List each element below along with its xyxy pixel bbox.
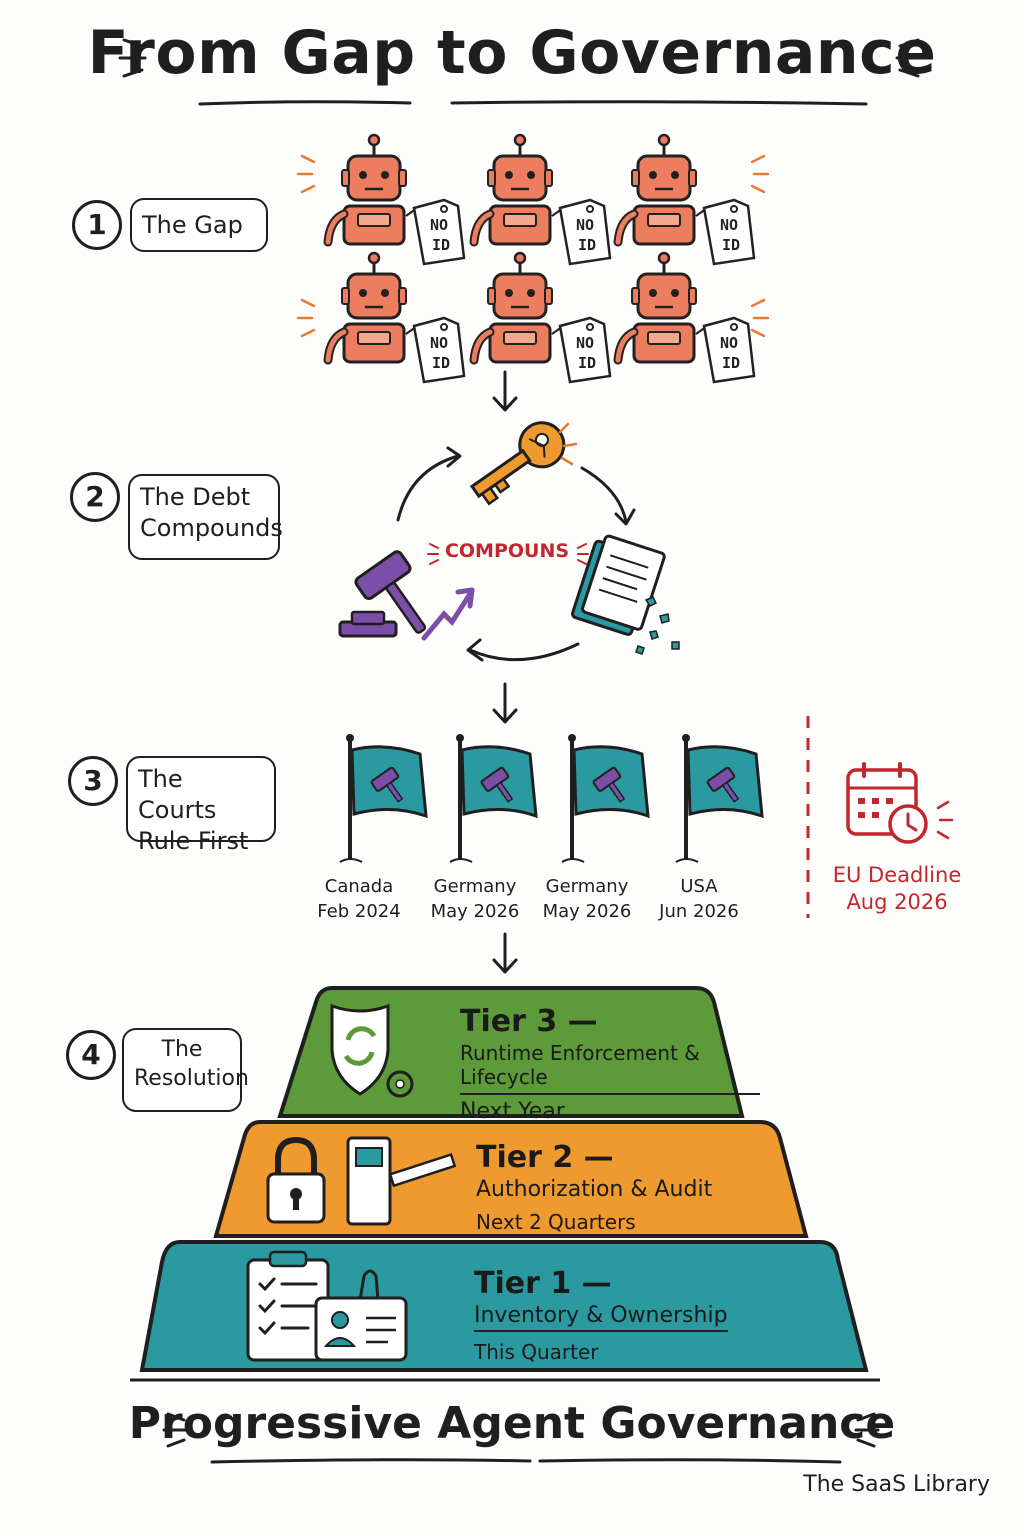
eu-deadline-date: Aug 2026 <box>846 890 948 915</box>
robot-icon <box>328 253 420 362</box>
step-3-number: 3 <box>68 756 118 806</box>
step-2-number: 2 <box>70 472 120 522</box>
robot-icon <box>618 135 710 244</box>
gavel-icon <box>338 550 475 641</box>
robot-tag-line2: ID <box>578 354 596 372</box>
step-3-label: The Courts Rule First <box>126 756 276 855</box>
credit-label: The SaaS Library <box>803 1472 990 1497</box>
flag-country: Germany <box>545 876 629 897</box>
calendar-icon <box>846 762 928 844</box>
shield-icon <box>330 1003 414 1098</box>
step-4-label: The Resolution <box>122 1028 249 1112</box>
tier-1-timeframe: This Quarter <box>474 1340 599 1364</box>
robot-tag-line2: ID <box>722 354 740 372</box>
robot-tag-line1: NO <box>720 334 738 352</box>
eu-deadline-label: EU Deadline Aug 2026 <box>822 862 972 917</box>
down-arrow-icon <box>492 682 518 724</box>
flag-date: May 2026 <box>430 901 520 923</box>
cycle-arrow-icon <box>580 466 628 524</box>
robot-tag-line1: NO <box>430 334 448 352</box>
flag-country: Canada <box>324 876 394 897</box>
flags-row <box>338 732 764 864</box>
robot-tag-line2: ID <box>432 354 450 372</box>
compound-cycle <box>338 421 680 662</box>
tier-3-subtitle: Runtime Enforcement & Lifecycle <box>460 1041 700 1089</box>
flag-icon <box>674 732 764 864</box>
down-arrow-icon <box>492 932 518 974</box>
robots-grid: NO ID NO ID NO ID NO ID NO ID NO ID <box>296 120 770 384</box>
robot-icon <box>618 253 710 362</box>
title-decoration <box>118 38 924 106</box>
eu-deadline-title: EU Deadline <box>832 863 962 887</box>
flag-label-2: Germany May 2026 <box>420 874 530 924</box>
tier-1-subtitle: Inventory & Ownership <box>474 1303 728 1332</box>
flag-label-3: Germany May 2026 <box>532 874 642 924</box>
robot-icon <box>474 135 566 244</box>
clipboard-icon <box>246 1250 330 1362</box>
step-4-number: 4 <box>66 1030 116 1080</box>
gate-icon <box>346 1136 457 1226</box>
footer-decoration <box>162 1412 880 1464</box>
robot-tag-line2: ID <box>578 236 596 254</box>
cycle-arrow-icon <box>396 454 460 522</box>
flag-date: Jun 2026 <box>659 901 739 923</box>
cycle-arrow-icon <box>468 642 580 662</box>
tier-2-timeframe: Next 2 Quarters <box>476 1210 636 1234</box>
robot-tag-line1: NO <box>576 216 594 234</box>
flag-label-4: USA Jun 2026 <box>644 874 754 924</box>
footer-title: Progressive Agent Governance <box>128 1398 896 1449</box>
robot-tag-line1: NO <box>430 216 448 234</box>
governance-pyramid <box>130 986 880 1382</box>
flag-icon <box>448 732 538 864</box>
compounds-label: COMPOUNS <box>444 540 570 562</box>
robot-icon <box>328 135 420 244</box>
robot-tag-line2: ID <box>432 236 450 254</box>
tier-2-text: Tier 2 — Authorization & Audit Next 2 Qu… <box>476 1140 796 1234</box>
step-2-label: The Debt Compounds <box>128 474 283 560</box>
robot-tag-line1: NO <box>576 334 594 352</box>
tier-1-text: Tier 1 — Inventory & Ownership This Quar… <box>474 1266 794 1364</box>
tier-2-title: Tier 2 — <box>476 1140 614 1175</box>
key-icon <box>469 421 566 506</box>
robot-icon <box>474 253 566 362</box>
eu-deadline-graphic <box>806 716 954 918</box>
flag-label-1: Canada Feb 2024 <box>304 874 414 924</box>
flag-icon <box>560 732 650 864</box>
tier-3-text: Tier 3 — Runtime Enforcement & Lifecycle… <box>460 1004 780 1124</box>
page-title: From Gap to Governance <box>87 18 937 88</box>
step-1-label: The Gap <box>130 198 268 252</box>
robot-tag-line2: ID <box>722 236 740 254</box>
flag-country: Germany <box>433 876 517 897</box>
id-badge-icon <box>314 1269 408 1362</box>
tier-1-title: Tier 1 — <box>474 1266 612 1301</box>
lock-icon <box>266 1136 326 1224</box>
tier-3-title: Tier 3 — <box>460 1004 598 1039</box>
step-1-number: 1 <box>72 200 122 250</box>
tier-3-timeframe: Next Year <box>460 1099 565 1124</box>
tier-2-subtitle: Authorization & Audit <box>476 1177 713 1202</box>
documents-icon <box>571 534 666 636</box>
flag-date: Feb 2024 <box>317 901 401 923</box>
robot-tag-line1: NO <box>720 216 738 234</box>
flag-country: USA <box>680 876 718 897</box>
flag-date: May 2026 <box>542 901 632 923</box>
flag-icon <box>338 732 428 864</box>
down-arrow-icon <box>492 370 518 412</box>
